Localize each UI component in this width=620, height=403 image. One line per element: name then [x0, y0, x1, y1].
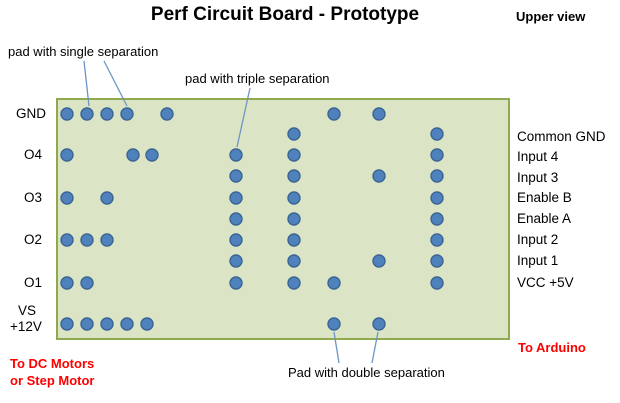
pad: [287, 212, 301, 226]
pin-label-right: Input 1: [517, 253, 559, 268]
pad: [287, 191, 301, 205]
pin-label-left: O3: [24, 190, 43, 205]
pad: [372, 169, 386, 183]
pad: [60, 148, 74, 162]
pad: [80, 276, 94, 290]
pad: [60, 317, 74, 331]
pad: [229, 148, 243, 162]
pad: [287, 127, 301, 141]
pin-label-left: O4: [24, 147, 43, 162]
pad: [327, 276, 341, 290]
pin-label-left: VS: [18, 303, 37, 318]
pad: [430, 212, 444, 226]
pad: [120, 107, 134, 121]
pin-label-left: +12V: [10, 319, 42, 334]
pad: [120, 317, 134, 331]
pad: [60, 107, 74, 121]
annotation-label: pad with single separation: [8, 44, 159, 59]
page-title: Perf Circuit Board - Prototype: [150, 4, 420, 25]
pad: [287, 148, 301, 162]
pad: [372, 317, 386, 331]
pad: [327, 317, 341, 331]
pad: [287, 276, 301, 290]
pad: [430, 127, 444, 141]
pad: [430, 169, 444, 183]
annotation-line: [371, 331, 379, 364]
pad: [287, 233, 301, 247]
pin-label-right: Enable A: [517, 211, 572, 226]
pad: [430, 148, 444, 162]
connection-label: To Arduino: [518, 340, 586, 355]
pad: [60, 191, 74, 205]
pad: [372, 107, 386, 121]
pad: [287, 169, 301, 183]
pad: [430, 233, 444, 247]
annotation-label: pad with triple separation: [185, 71, 330, 86]
pad: [145, 148, 159, 162]
pad: [327, 107, 341, 121]
view-label: Upper view: [516, 9, 586, 24]
pin-label-right: Input 3: [517, 170, 559, 185]
pad: [430, 276, 444, 290]
pad: [60, 276, 74, 290]
pad: [80, 233, 94, 247]
pad: [100, 107, 114, 121]
pad: [100, 317, 114, 331]
pin-label-left: O2: [24, 232, 43, 247]
pad: [126, 148, 140, 162]
pad: [80, 107, 94, 121]
annotation-line: [333, 331, 340, 364]
pin-label-right: Enable B: [517, 190, 572, 205]
pad: [229, 191, 243, 205]
pad: [100, 191, 114, 205]
pad: [430, 254, 444, 268]
annotation-label: Pad with double separation: [288, 365, 445, 380]
pin-label-right: Common GND: [517, 129, 606, 144]
annotation-line: [83, 60, 90, 107]
pad: [430, 191, 444, 205]
pad: [229, 212, 243, 226]
pad: [140, 317, 154, 331]
pin-label-left: GND: [16, 106, 46, 121]
pad: [372, 254, 386, 268]
connection-label: To DC Motors: [10, 356, 95, 371]
pad: [100, 233, 114, 247]
annotation-line: [236, 87, 251, 148]
pad: [80, 317, 94, 331]
pin-label-right: VCC +5V: [517, 275, 574, 290]
pin-label-right: Input 2: [517, 232, 559, 247]
pin-label-right: Input 4: [517, 149, 559, 164]
pad: [287, 254, 301, 268]
pad: [229, 169, 243, 183]
connection-label: or Step Motor: [10, 373, 95, 388]
pad: [160, 107, 174, 121]
pad: [229, 276, 243, 290]
pin-label-left: O1: [24, 275, 43, 290]
pad: [229, 254, 243, 268]
annotation-line: [103, 60, 128, 107]
pad: [229, 233, 243, 247]
pad: [60, 233, 74, 247]
